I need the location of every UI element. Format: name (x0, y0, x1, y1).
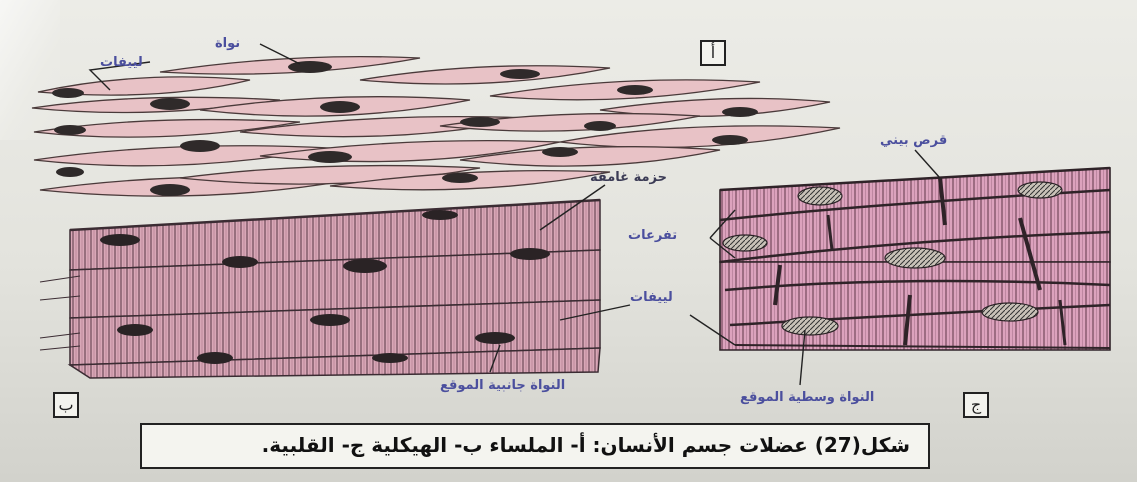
label-branches: تفرعات (628, 228, 677, 243)
smooth-muscle-cells (32, 57, 840, 196)
panel-label-a: أ (700, 40, 726, 66)
panel-label-c: ج (963, 392, 989, 418)
panel-label-b: ب (53, 392, 79, 418)
label-central-nucleus: النواة وسطية الموقع (740, 390, 874, 405)
label-myofibrils-smooth: لييفات (100, 55, 143, 70)
label-intercalated-disc: قرص بيني (880, 133, 947, 148)
label-myofibrils-skeletal: لييفات (630, 290, 673, 305)
label-nucleus-smooth: نواة (215, 36, 240, 51)
figure-caption-box: شكل(27) عضلات جسم الأنسان: أ- الملساء ب-… (140, 423, 930, 469)
skeletal-muscle-fibers (40, 200, 600, 378)
label-peripheral-nucleus: النواة جانبية الموقع (440, 378, 565, 393)
label-dark-band: حزمة غامقة (590, 170, 667, 185)
figure-caption: شكل(27) عضلات جسم الأنسان: أ- الملساء ب-… (262, 433, 910, 457)
